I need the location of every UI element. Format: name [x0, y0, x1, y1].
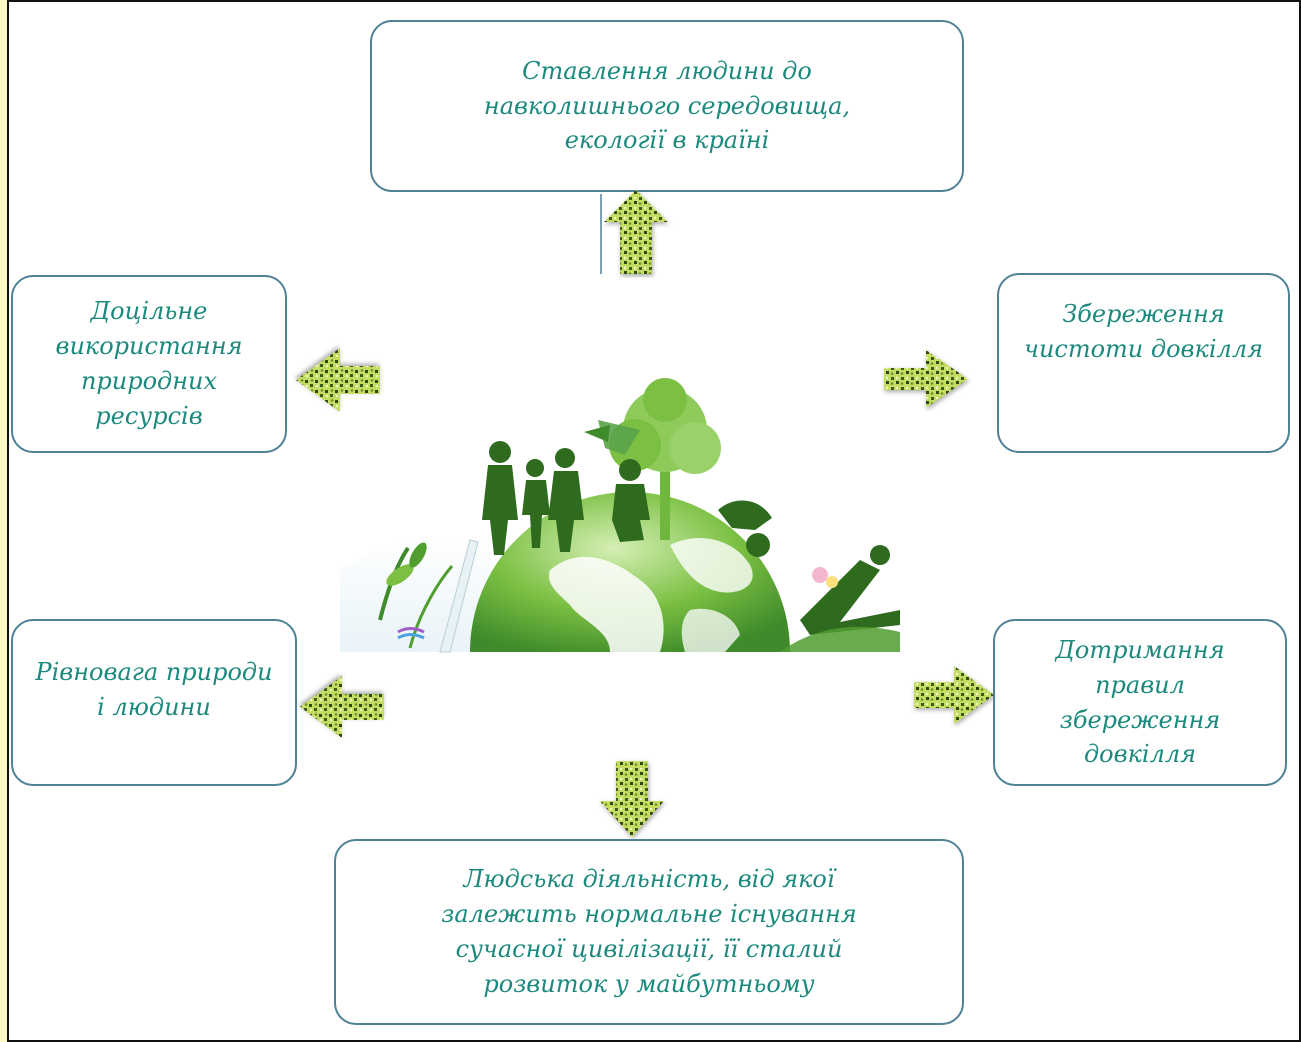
arrow-lower-right-icon	[914, 666, 994, 724]
box-human-activity: Людська діяльність, від якої залежить но…	[334, 839, 964, 1025]
arrow-upper-right-icon	[884, 350, 968, 408]
box-rational-use-of-resources: Доцільне використання природних ресурсів	[11, 275, 287, 453]
arrow-upper-left-icon	[296, 348, 380, 412]
arrow-lower-left-icon	[300, 676, 384, 738]
arrow-down-icon	[600, 761, 664, 837]
frame-border-top	[7, 0, 1301, 2]
box-following-rules-text: Дотримання правил збереження довкілля	[1055, 635, 1225, 769]
box-rational-use-of-resources-text: Доцільне використання природних ресурсів	[55, 297, 243, 430]
arrow-up-icon	[600, 190, 668, 274]
frame-border-bottom	[7, 1040, 1301, 1042]
frame-border-left	[7, 0, 9, 1042]
box-environment-cleanliness: Збереження чистоти довкілля	[997, 273, 1290, 453]
frame-border-right	[1299, 0, 1301, 1042]
box-following-rules: Дотримання правил збереження довкілля	[993, 619, 1287, 786]
box-environment-cleanliness-text: Збереження чистоти довкілля	[1024, 300, 1263, 363]
earth-globe-with-people-and-tree-icon	[340, 378, 900, 653]
box-attitude-to-environment: Ставлення людини до навколишнього середо…	[370, 20, 964, 192]
box-balance-nature-human: Рівновага природи і людини	[11, 619, 297, 786]
box-human-activity-text: Людська діяльність, від якої залежить но…	[441, 865, 857, 998]
left-margin-strip	[0, 0, 7, 1042]
box-balance-nature-human-text: Рівновага природи і людини	[35, 658, 273, 721]
box-attitude-to-environment-text: Ставлення людини до навколишнього середо…	[483, 56, 851, 155]
